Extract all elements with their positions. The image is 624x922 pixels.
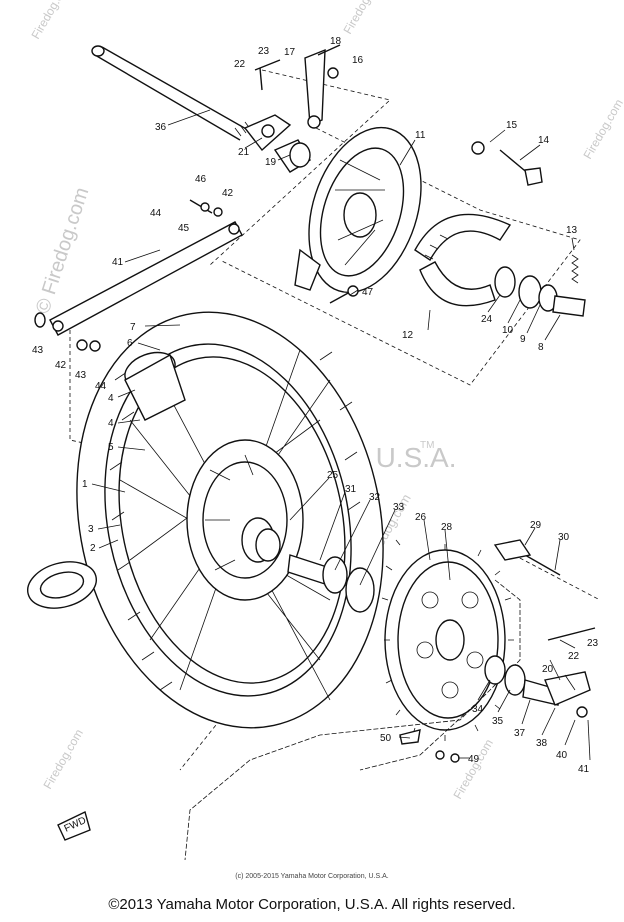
- watermark-top-left: Firedog.com: [28, 0, 73, 42]
- part-label-19: 19: [265, 157, 277, 168]
- part-label-10: 10: [502, 325, 514, 336]
- part-label-6: 6: [127, 338, 133, 349]
- part-label-4: 4: [108, 418, 114, 429]
- hub-axle-spacers: [255, 528, 375, 613]
- part-label-49: 49: [468, 754, 480, 765]
- forward-direction-arrow: FWD: [57, 811, 91, 841]
- brake-cam: [471, 141, 543, 186]
- part-label-29: 29: [530, 520, 542, 531]
- part-label-31: 31: [345, 484, 357, 495]
- part-label-23: 23: [258, 46, 270, 57]
- tire-section: [27, 561, 97, 609]
- part-label-4-upper: 4: [108, 393, 114, 404]
- watermark-right: Firedog.com: [580, 97, 624, 162]
- rear-sprocket: [381, 539, 514, 741]
- watermark-left: © Firedog.com: [32, 185, 94, 317]
- part-label-28: 28: [441, 522, 453, 533]
- part-label-36: 37: [514, 728, 526, 739]
- chain-adjuster-left: [243, 114, 292, 152]
- part-label-30: 30: [558, 532, 570, 543]
- watermark-top-right: Firedog.com: [340, 0, 385, 37]
- brake-shoes: [414, 213, 512, 307]
- spacer-19: [273, 139, 311, 173]
- part-label-15: 15: [506, 120, 518, 131]
- part-label-42: 43: [32, 345, 44, 356]
- spring-13: [571, 254, 579, 284]
- part-label-41: 41: [112, 257, 124, 268]
- part-label-46: 47: [362, 287, 374, 298]
- rear-axle: [91, 45, 252, 141]
- part-label-48: 46: [195, 174, 207, 185]
- part-label-50: 50: [380, 733, 392, 744]
- torque-arm: [34, 221, 243, 352]
- part-label-2: 2: [90, 543, 96, 554]
- hub-seal-parts: [494, 266, 586, 317]
- brake-arm: [254, 44, 341, 129]
- drive-chain: [184, 579, 521, 861]
- part-label-16: 16: [352, 55, 364, 66]
- part-label-35: 35: [492, 716, 504, 727]
- part-label-47: 45: [178, 223, 190, 234]
- rear-wheel: [76, 311, 384, 729]
- small-copyright-line: (c) 2005-2015 Yamaha Motor Corporation, …: [235, 873, 389, 880]
- part-label-44: 43: [75, 370, 87, 381]
- part-label-13: 13: [566, 225, 578, 236]
- part-label-8: 8: [538, 342, 544, 353]
- watermark-bottom-right: Firedog.com: [450, 737, 495, 802]
- part-label-17: 17: [284, 47, 296, 58]
- chain-master-link: [399, 729, 460, 763]
- small-bolts: [189, 67, 263, 217]
- part-label-24: 24: [481, 314, 493, 325]
- part-label-43: 42: [55, 360, 67, 371]
- part-label-32: 32: [369, 492, 381, 503]
- axle-right-side-parts: [484, 539, 596, 718]
- part-label-3: 3: [88, 524, 94, 535]
- part-label-45-top: 44: [150, 208, 162, 219]
- part-number-labels: 36 22 23 17 18 16 21 19 11 15 14 13 12 2…: [32, 36, 599, 775]
- part-label-5: 5: [108, 442, 114, 453]
- part-label-22-right: 22: [568, 651, 580, 662]
- part-label-45: 44: [95, 381, 107, 392]
- inner-tube: [124, 351, 186, 421]
- part-label-18: 18: [330, 36, 342, 47]
- part-label-39: 40: [556, 750, 568, 761]
- bolt-46: [329, 285, 359, 304]
- part-label-1: 1: [82, 479, 88, 490]
- leader-lines: [91, 109, 591, 761]
- part-label-21: 21: [238, 147, 250, 158]
- part-label-9: 9: [520, 334, 526, 345]
- part-label-23-right: 23: [587, 638, 599, 649]
- part-label-22: 22: [234, 59, 246, 70]
- part-label-40: 41: [578, 764, 590, 775]
- part-label-37: 38: [536, 738, 548, 749]
- part-label-38: 36: [155, 122, 167, 133]
- watermark-tm: TM: [420, 440, 434, 451]
- part-label-7: 7: [130, 322, 136, 333]
- part-label-20: 20: [542, 664, 554, 675]
- brake-backing-plate: [294, 126, 422, 294]
- part-label-14: 14: [538, 135, 550, 146]
- part-label-11: 11: [415, 130, 426, 141]
- part-label-33: 33: [393, 502, 405, 513]
- part-label-12: 12: [402, 330, 414, 341]
- part-label-26: 26: [415, 512, 427, 523]
- part-label-34: 34: [472, 704, 484, 715]
- copyright-footer: ©2013 Yamaha Motor Corporation, U.S.A. A…: [108, 896, 516, 913]
- part-label-43-top: 42: [222, 188, 234, 199]
- part-label-25: 25: [327, 470, 339, 481]
- watermark-bottom-left: Firedog.com: [40, 727, 85, 792]
